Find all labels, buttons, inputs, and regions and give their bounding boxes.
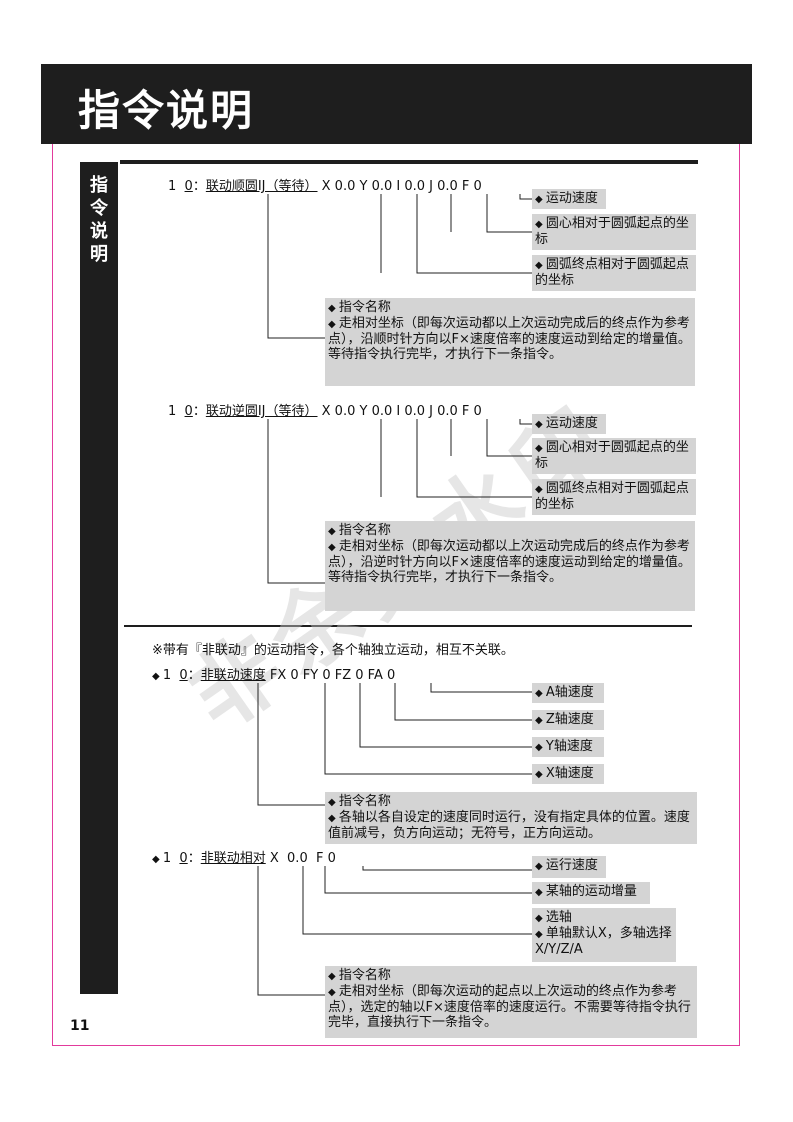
command-number: 0: [184, 404, 193, 419]
command-number: 0: [179, 668, 188, 683]
command-row-4: ◆ 1 0：非联动相对 X 0.0 F 0: [152, 851, 336, 866]
sidebar-char: 令: [90, 198, 108, 219]
param-box-z-speed: ◆ Z轴速度: [532, 710, 604, 730]
command-row-3: ◆ 1 0：非联动速度 FX 0 FY 0 FZ 0 FA 0: [152, 668, 396, 683]
command-index: 1: [162, 668, 180, 683]
command-name: 联动逆圆IJ（等待）: [205, 404, 318, 419]
command-description: ◆ 指令名称◆ 各轴以各自设定的速度同时运行，没有指定具体的位置。速度值前减号，…: [325, 792, 697, 844]
sidebar-tab: [80, 162, 118, 994]
sidebar-char: 指: [90, 175, 108, 196]
note-text: ※带有『非联动』的运动指令，各个轴独立运动，相互不关联。: [152, 643, 514, 658]
command-params: FX 0 FY 0 FZ 0 FA 0: [265, 668, 396, 683]
command-description: ◆ 指令名称◆ 走相对坐标（即每次运动都以上次运动完成后的终点作为参考点），沿顺…: [325, 298, 695, 386]
command-index: 1: [162, 851, 180, 866]
command-params: X 0.0 Y 0.0 I 0.0 J 0.0 F 0: [317, 404, 482, 419]
param-box-y-speed: ◆ Y轴速度: [532, 737, 604, 757]
command-number: 0: [184, 179, 193, 194]
top-rule: [120, 160, 698, 164]
param-box-endpoint: ◆ 圆弧终点相对于圆弧起点的坐标: [532, 255, 696, 291]
section-divider: [124, 625, 692, 627]
sidebar-char: 明: [90, 244, 108, 265]
command-description: ◆ 指令名称◆ 走相对坐标（即每次运动的起点以上次运动的终点作为参考点），选定的…: [325, 966, 697, 1038]
command-params: X 0.0 F 0: [265, 851, 336, 866]
page-number: 11: [70, 1018, 90, 1034]
command-row-2: 1 0：联动逆圆IJ（等待） X 0.0 Y 0.0 I 0.0 J 0.0 F…: [168, 404, 482, 419]
param-box-a-speed: ◆ A轴速度: [532, 683, 604, 703]
command-index: 1: [168, 404, 185, 419]
param-box-x-speed: ◆ X轴速度: [532, 764, 604, 784]
param-box-speed: ◆ 运动速度: [532, 189, 606, 209]
page-frame: [52, 144, 740, 1046]
param-box-center: ◆ 圆心相对于圆弧起点的坐标: [532, 214, 696, 250]
command-description: ◆ 指令名称◆ 走相对坐标（即每次运动都以上次运动完成后的终点作为参考点），沿逆…: [325, 521, 695, 611]
command-row-1: 1 0：联动顺圆IJ（等待） X 0.0 Y 0.0 I 0.0 J 0.0 F…: [168, 179, 482, 194]
sidebar-char: 说: [90, 221, 108, 242]
param-box-speed: ◆ 运动速度: [532, 414, 606, 434]
page-title: 指令说明: [78, 86, 255, 135]
command-index: 1: [168, 179, 185, 194]
command-number: 0: [179, 851, 188, 866]
command-name: 非联动相对: [200, 851, 266, 866]
param-box-center: ◆ 圆心相对于圆弧起点的坐标: [532, 438, 696, 474]
param-box-axis-select: ◆ 选轴◆ 单轴默认X，多轴选择X/Y/Z/A: [532, 908, 676, 962]
command-name: 非联动速度: [200, 668, 266, 683]
param-box-endpoint: ◆ 圆弧终点相对于圆弧起点的坐标: [532, 479, 696, 515]
command-name: 联动顺圆IJ（等待）: [205, 179, 318, 194]
param-box-increment: ◆ 某轴的运动增量: [532, 882, 650, 904]
command-params: X 0.0 Y 0.0 I 0.0 J 0.0 F 0: [317, 179, 482, 194]
page-header-bar: [41, 64, 752, 144]
param-box-run-speed: ◆ 运行速度: [532, 856, 606, 878]
sidebar-label: 指令说明: [80, 174, 118, 266]
